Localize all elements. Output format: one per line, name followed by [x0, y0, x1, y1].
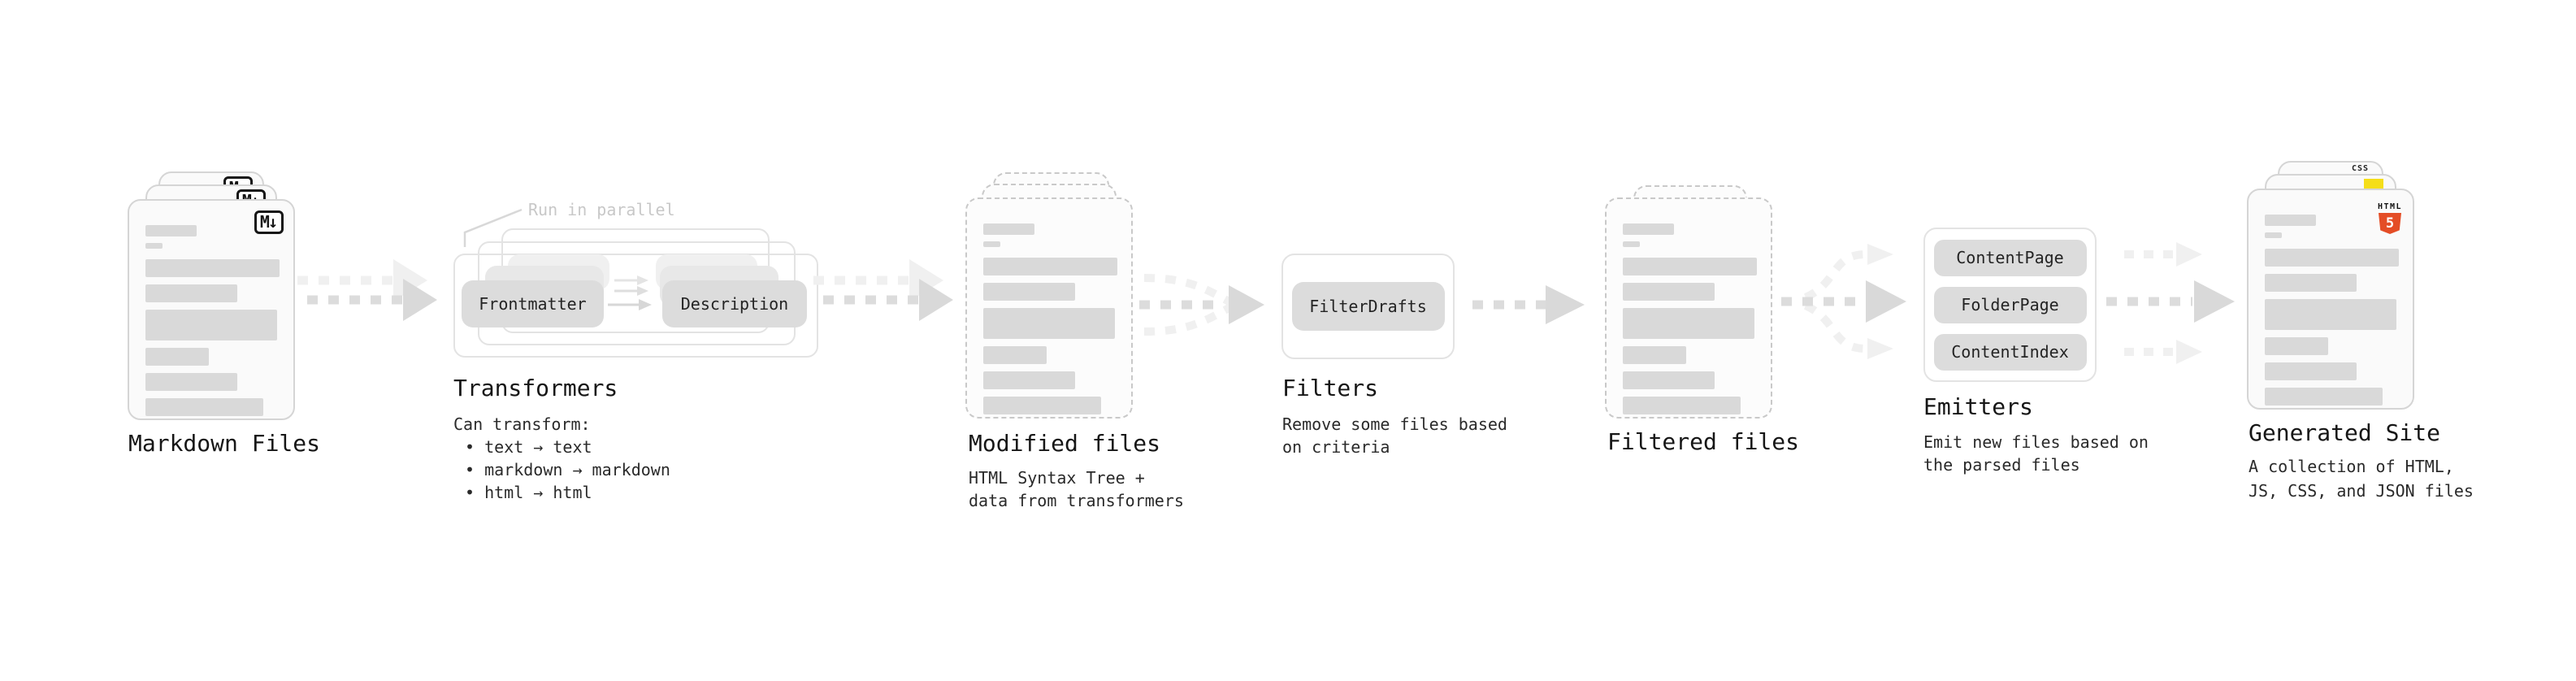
filters-caption: Remove some files based — [1282, 414, 1507, 434]
transformers-bullet: • text → text — [465, 437, 592, 457]
skeleton-bar — [2265, 215, 2316, 226]
filters-box: FilterDrafts — [1281, 254, 1455, 359]
arrow-emitters-to-site-bottom — [2124, 340, 2202, 364]
transformer-flow-arrows — [608, 275, 652, 310]
skeleton-bar — [1623, 241, 1640, 247]
skeleton-bar — [145, 310, 277, 340]
arrow-filters-to-filtered — [1472, 285, 1585, 324]
skeleton-bar — [145, 284, 237, 302]
skeleton-bar — [1623, 283, 1715, 301]
arrow-modified-to-filters — [1139, 274, 1264, 336]
generated-site-caption: JS, CSS, and JSON files — [2249, 481, 2474, 501]
generated-site-caption: A collection of HTML, — [2249, 457, 2454, 476]
html-file-card: HTML 5 — [2247, 189, 2414, 410]
emitters-caption: Emit new files based on — [1923, 432, 2149, 452]
file-content-skeleton — [983, 223, 1117, 414]
markdown-icon: M↓ — [254, 210, 284, 234]
skeleton-bar — [2265, 362, 2357, 380]
arrow-filtered-to-emitters — [1781, 244, 1906, 359]
transformers-bullet: • markdown → markdown — [465, 460, 670, 479]
file-content-skeleton — [1623, 223, 1757, 414]
skeleton-bar — [2265, 299, 2396, 330]
filtered-file-card — [1605, 197, 1772, 419]
filters-label: Filters — [1282, 375, 1379, 401]
skeleton-bar — [2265, 388, 2383, 406]
file-content-skeleton — [2265, 215, 2399, 406]
skeleton-bar — [983, 283, 1075, 301]
transformer-panel-front — [453, 254, 818, 358]
skeleton-bar — [983, 397, 1101, 414]
modified-file-card — [965, 197, 1133, 419]
frontmatter-pill: Frontmatter — [462, 280, 604, 327]
modified-files-label: Modified files — [969, 430, 1161, 457]
skeleton-bar — [2265, 232, 2282, 238]
skeleton-bar — [983, 223, 1034, 235]
html5-icon: HTML 5 — [2377, 197, 2403, 234]
skeleton-bar — [983, 308, 1115, 339]
run-in-parallel-annotation: Run in parallel — [528, 200, 675, 219]
skeleton-bar — [983, 258, 1117, 275]
modified-files-caption: data from transformers — [969, 491, 1184, 510]
skeleton-bar — [2265, 274, 2357, 292]
arrow-markdown-to-transformers — [297, 259, 437, 321]
skeleton-bar — [1623, 346, 1686, 364]
emitters-label: Emitters — [1923, 393, 2033, 420]
generated-site-label: Generated Site — [2249, 419, 2441, 446]
content-index-pill: ContentIndex — [1933, 333, 2087, 371]
html5-icon-word: HTML — [2377, 202, 2403, 211]
filters-caption: on criteria — [1282, 437, 1390, 457]
skeleton-bar — [145, 398, 263, 416]
skeleton-bar — [1623, 308, 1754, 339]
skeleton-bar — [1623, 223, 1674, 235]
skeleton-bar — [1623, 258, 1757, 275]
skeleton-bar — [1623, 397, 1741, 414]
run-in-parallel-leader-line — [463, 208, 523, 247]
markdown-files-label: Markdown Files — [128, 430, 321, 457]
arrow-transformers-to-modified — [813, 259, 953, 321]
skeleton-bar — [2265, 337, 2328, 355]
content-page-pill: ContentPage — [1933, 239, 2087, 276]
transformers-bullet: • html → html — [465, 483, 592, 502]
folder-page-pill: FolderPage — [1933, 286, 2087, 323]
skeleton-bar — [145, 243, 163, 249]
skeleton-bar — [1623, 371, 1715, 389]
modified-files-caption: HTML Syntax Tree + — [969, 468, 1145, 488]
skeleton-bar — [983, 371, 1075, 389]
html5-icon-shield: 5 — [2379, 213, 2401, 234]
markdown-file-card: M↓ — [128, 199, 295, 420]
skeleton-bar — [145, 348, 209, 366]
arrow-emitters-to-site-top — [2124, 242, 2202, 267]
skeleton-bar — [983, 346, 1047, 364]
emitters-box: ContentPage FolderPage ContentIndex — [1923, 228, 2097, 382]
skeleton-bar — [145, 373, 237, 391]
filtered-files-label: Filtered files — [1607, 428, 1800, 455]
file-content-skeleton — [145, 225, 280, 416]
skeleton-bar — [983, 241, 1000, 247]
transformers-label: Transformers — [453, 375, 618, 401]
skeleton-bar — [2265, 249, 2399, 267]
arrow-emitters-to-site-middle — [2106, 280, 2235, 323]
skeleton-bar — [145, 225, 197, 236]
transformers-caption-title: Can transform: — [453, 414, 591, 434]
filter-drafts-pill: FilterDrafts — [1291, 282, 1445, 331]
description-pill: Description — [662, 280, 807, 327]
emitters-caption: the parsed files — [1923, 455, 2080, 475]
skeleton-bar — [145, 259, 280, 277]
